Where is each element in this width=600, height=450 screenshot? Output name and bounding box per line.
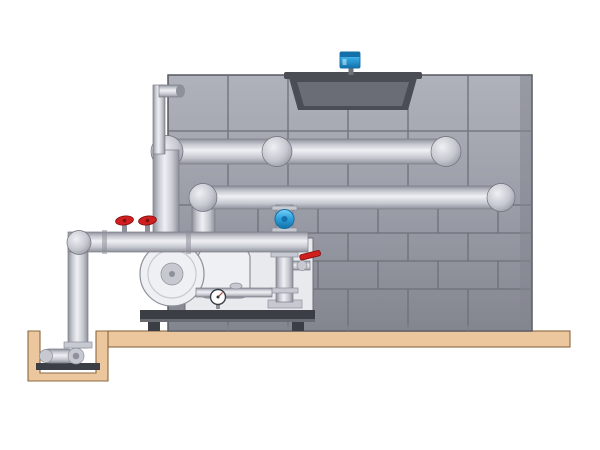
sump-pump-hub [72, 352, 80, 360]
level-sensor [339, 51, 361, 75]
gauge-hub [216, 295, 220, 299]
manifold-elbow [66, 230, 92, 255]
sensor-stem [348, 67, 354, 75]
valve-hub [145, 218, 150, 223]
suction-flange [63, 341, 93, 349]
lever-valve [292, 250, 321, 271]
butterfly-valve-hub [281, 216, 288, 222]
inline-flange-bottom [270, 287, 299, 294]
centrifugal-pump [139, 241, 205, 307]
skid-foot-right [292, 322, 304, 331]
foundation-slab [107, 330, 571, 348]
sump-pump-base [36, 363, 100, 370]
sump-pump [36, 347, 100, 370]
vent-open-end [176, 84, 185, 98]
skid-base [140, 310, 315, 319]
tower-bottom-edge [169, 325, 531, 331]
valve-stem [122, 222, 127, 233]
manifold-flange-1 [102, 230, 107, 254]
middle-pipe-run [195, 185, 503, 210]
sensor-highlight [342, 59, 347, 65]
tower-right-shade [520, 76, 532, 330]
sump-pump-tail [39, 349, 53, 363]
skid-lip [140, 319, 315, 322]
riser-pipe [152, 149, 180, 243]
vent-pipe [152, 84, 185, 155]
middle-pipe-elbow [188, 183, 218, 212]
pressure-gauge [209, 288, 227, 309]
skid-foot-left [148, 322, 160, 331]
valve-hub [122, 218, 127, 223]
manifold-flange-2 [186, 230, 191, 254]
interconnect-pipe [195, 287, 273, 298]
interconnect-handwheel [229, 282, 243, 290]
lever-valve-body [296, 260, 308, 271]
valve-stem [145, 222, 150, 233]
manifold [66, 230, 309, 255]
basin-rim [284, 72, 422, 79]
middle-pipe-endcap [486, 183, 516, 212]
sump-pit [27, 330, 109, 382]
suction-drop-pipe [67, 239, 89, 349]
pump-skid [140, 310, 315, 331]
interconnect [195, 282, 273, 298]
upper-pipe-endcap [430, 136, 462, 167]
upper-pipe-joint [261, 136, 293, 167]
lever-valve-handle [299, 250, 321, 261]
manifold-valve-2 [138, 215, 157, 233]
inline-pump [267, 247, 303, 309]
pump-shaft [169, 271, 175, 277]
basin [284, 72, 422, 110]
middle-pipe [188, 183, 516, 242]
sensor-cap [340, 52, 360, 57]
upper-pipe-run [162, 138, 448, 165]
upper-pipe [150, 135, 462, 168]
manifold-valve-1 [115, 215, 134, 233]
gauge-stem [216, 302, 220, 309]
inline-flange-top [270, 251, 299, 258]
basin-interior [297, 82, 409, 106]
suction-drop [63, 239, 93, 349]
